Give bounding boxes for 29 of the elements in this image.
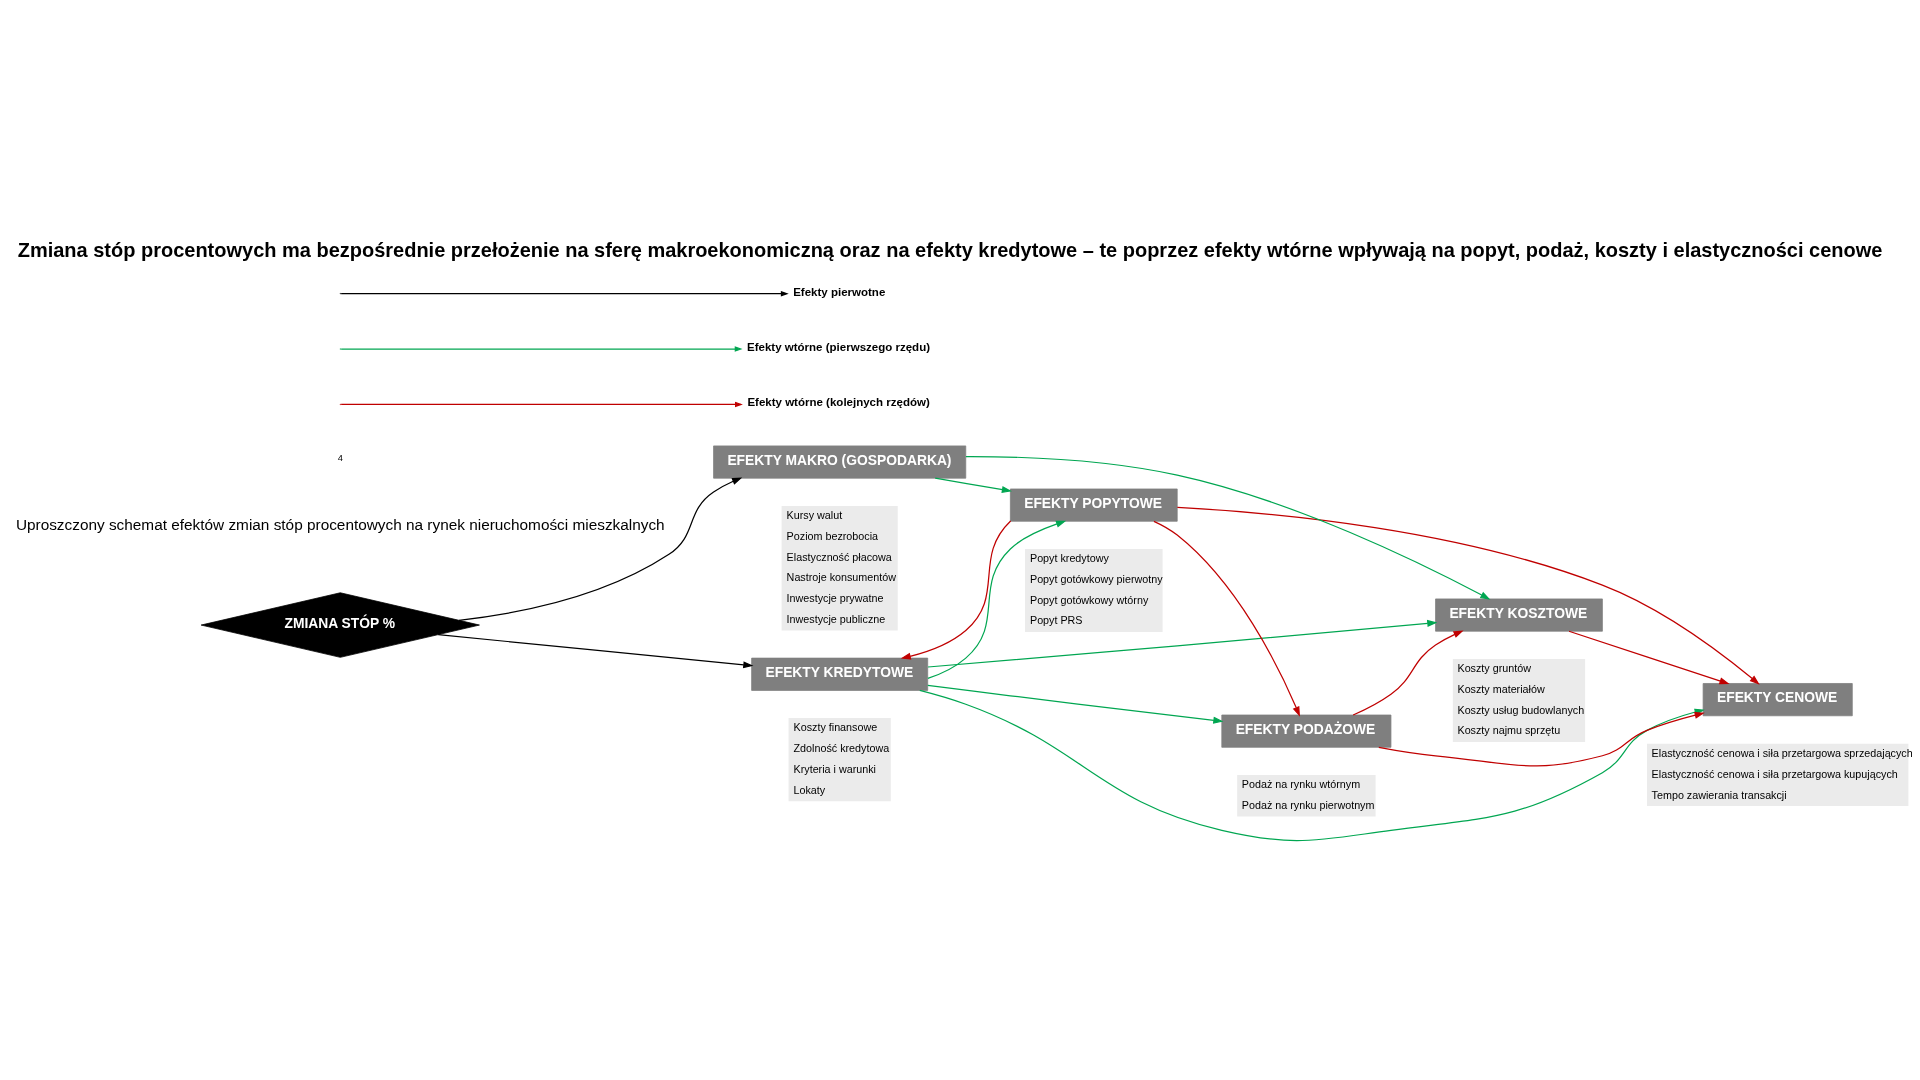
legend-label: Efekty wtórne (pierwszego rzędu): [747, 340, 931, 353]
node-label: Koszty najmu sprzętu: [1457, 724, 1561, 737]
node-label: Kursy walut: [786, 509, 843, 522]
node-label: Poziom bezrobocia: [786, 529, 879, 542]
node-label: Popyt gotówkowy wtórny: [1029, 593, 1149, 606]
legend-label: Efekty pierwotne: [793, 285, 886, 298]
node-label: Podaż na rynku pierwotnym: [1241, 798, 1375, 811]
node-label: Kryteria i warunki: [793, 762, 876, 775]
node-label: Podaż na rynku wtórnym: [1241, 778, 1361, 791]
node-label: Koszty materiałów: [1457, 682, 1545, 695]
node-label: Elastyczność płacowa: [786, 550, 892, 563]
node-label: Koszty usług budowlanych: [1457, 703, 1585, 716]
node-label: Elastyczność cenowa i siła przetargowa kupujących: [1651, 768, 1898, 781]
node-label: Koszty finansowe: [793, 721, 878, 734]
node-label: Zdolność kredytowa: [793, 742, 890, 755]
node-label: Popyt kredytowy: [1029, 552, 1109, 565]
diagram-title: Zmiana stóp procentowych ma bezpośrednie przełożenie na sferę makroekonomiczną oraz na efekty kredytowe – te poprzez efekty wtórne wpływają na popyt, podaż, koszty i elastyczności cenowe: [17, 239, 1883, 262]
node-label: Lokaty: [793, 783, 826, 796]
node-label: Elastyczność cenowa i siła przetargowa sprzedających: [1651, 747, 1913, 760]
node-label: Inwestycje publiczne: [786, 612, 886, 625]
node-label: Nastroje konsumentów: [786, 571, 896, 584]
label: 4: [337, 453, 343, 464]
node-label: Inwestycje prywatne: [786, 592, 884, 605]
node-label: Tempo zawierania transakcji: [1651, 788, 1787, 801]
label: Uproszczony schemat efektów zmian stóp procentowych na rynek nieruchomości mieszkalnych: [15, 516, 665, 534]
legend-label: Efekty wtórne (kolejnych rzędów): [747, 396, 930, 409]
node-label: Popyt gotówkowy pierwotny: [1029, 572, 1163, 585]
node-label: Koszty gruntów: [1457, 662, 1531, 675]
node-label: Popyt PRS: [1029, 614, 1083, 627]
